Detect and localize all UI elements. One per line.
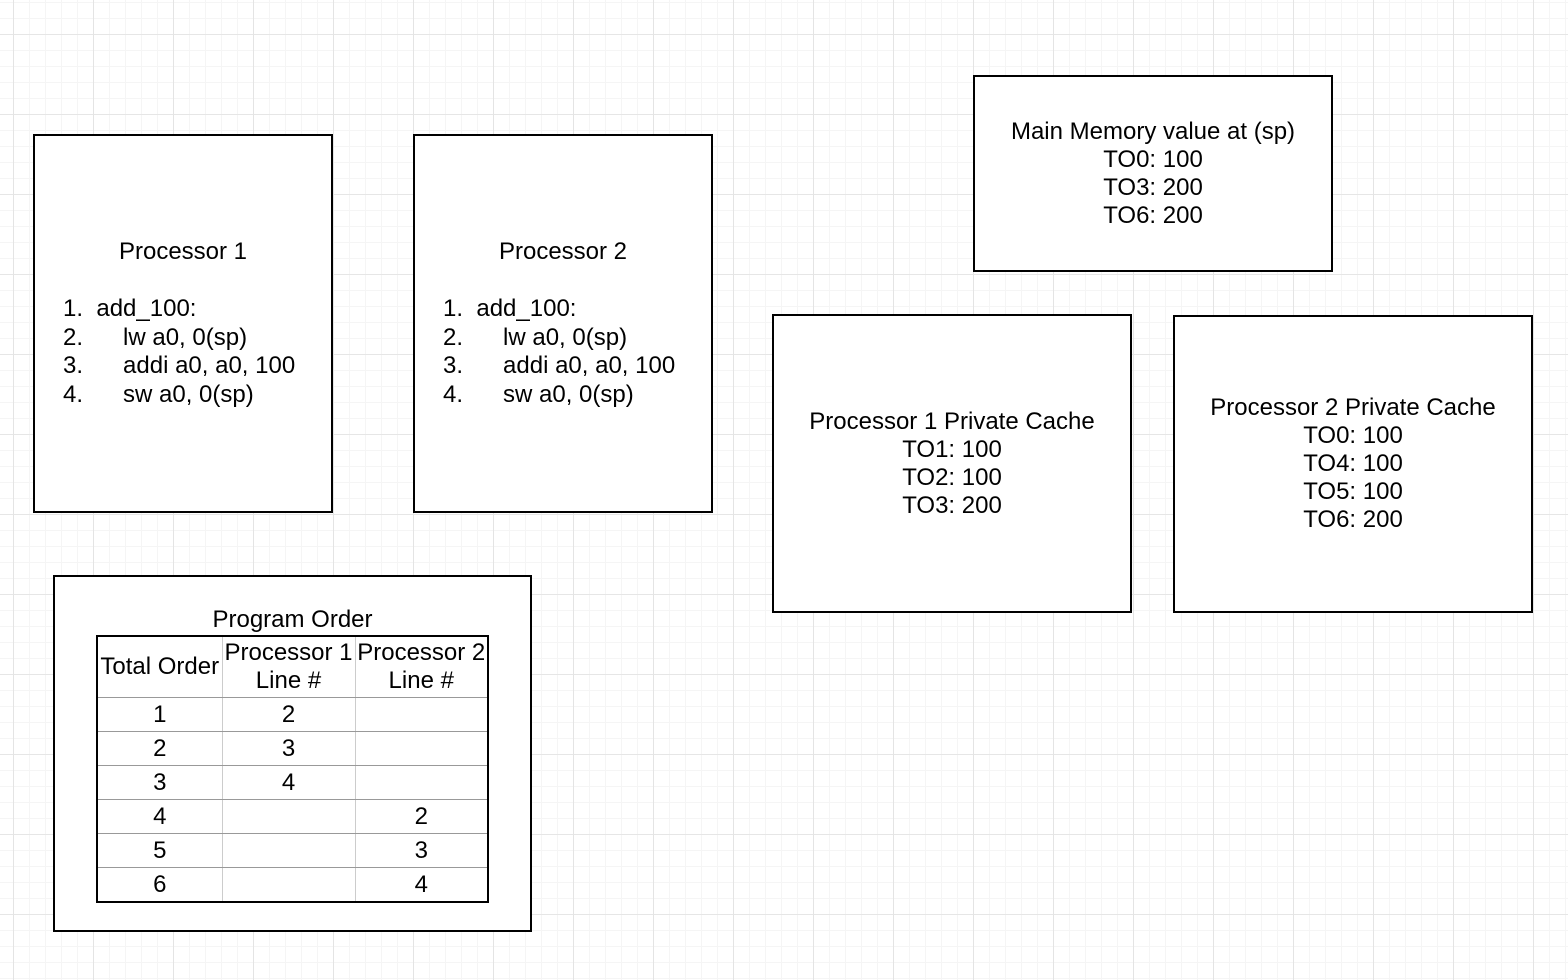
processor1-title: Processor 1	[118, 238, 248, 265]
processor2-title: Processor 2	[498, 238, 628, 265]
processor1-code-line-4: 4. sw a0, 0(sp)	[63, 380, 254, 408]
cell-p2-line-6[interactable]: 4	[355, 867, 489, 903]
table-row: 3 4	[97, 765, 489, 800]
table-row: 2 3	[97, 731, 489, 766]
header-total-order-label: Total Order	[100, 653, 220, 680]
p1-cache-entry-3: TO3: 200	[902, 491, 1002, 519]
cell-p1-line-4[interactable]	[222, 799, 356, 834]
header-processor1-line[interactable]: Processor 1 Line #	[222, 636, 356, 698]
processor1-shape[interactable]: Processor 1 1. add_100: 2. lw a0, 0(sp) …	[33, 134, 333, 513]
p2-cache-entry-4: TO6: 200	[1303, 506, 1403, 533]
program-order-title: Program Order	[212, 606, 373, 633]
cell-p2-line-5[interactable]: 3	[355, 833, 489, 868]
cell-total-order-3[interactable]: 3	[97, 765, 223, 800]
cell-p2-line-2[interactable]	[355, 731, 489, 766]
processor2-cache-title: Processor 2 Private Cache	[1210, 394, 1496, 421]
spacer	[415, 267, 711, 296]
cell-total-order-4[interactable]: 4	[97, 799, 223, 834]
cell-total-order-6[interactable]: 6	[97, 867, 223, 903]
processor1-cache-title: Processor 1 Private Cache	[809, 407, 1095, 435]
header-total-order[interactable]: Total Order	[97, 636, 223, 698]
table-row: 1 2	[97, 697, 489, 732]
p2-cache-entry-3: TO5: 100	[1303, 478, 1403, 505]
p1-cache-entry-2: TO2: 100	[902, 463, 1002, 491]
cell-p1-line-2[interactable]: 3	[222, 731, 356, 766]
processor2-cache-shape[interactable]: Processor 2 Private Cache TO0: 100 TO4: …	[1173, 315, 1533, 613]
cell-total-order-2[interactable]: 2	[97, 731, 223, 766]
p2-cache-entry-2: TO4: 100	[1303, 450, 1403, 477]
header-processor1-line-label: Line #	[255, 667, 322, 694]
processor2-shape[interactable]: Processor 2 1. add_100: 2. lw a0, 0(sp) …	[413, 134, 713, 513]
header-processor2-line[interactable]: Processor 2 Line #	[355, 636, 489, 698]
cell-p2-line-4[interactable]: 2	[355, 799, 489, 834]
cell-total-order-5[interactable]: 5	[97, 833, 223, 868]
table-row: 5 3	[97, 833, 489, 868]
table-header-row: Total Order Processor 1 Line # Processor…	[97, 636, 489, 698]
p1-cache-entry-1: TO1: 100	[902, 435, 1002, 463]
cell-p1-line-6[interactable]	[222, 867, 356, 903]
processor1-code-line-2: 2. lw a0, 0(sp)	[63, 323, 248, 351]
header-processor2-line-label: Line #	[388, 667, 454, 694]
cell-p1-line-5[interactable]	[222, 833, 356, 868]
processor2-code-line-2: 2. lw a0, 0(sp)	[443, 323, 628, 351]
cell-p2-line-3[interactable]	[355, 765, 489, 800]
header-processor2-label: Processor 2	[357, 639, 486, 666]
processor2-code-line-4: 4. sw a0, 0(sp)	[443, 380, 634, 408]
header-processor1-label: Processor 1	[224, 639, 353, 666]
program-order-shape[interactable]: Program Order Total Order Processor 1 Li…	[53, 575, 532, 932]
main-memory-entry-2: TO3: 200	[1103, 173, 1203, 201]
cell-p2-line-1[interactable]	[355, 697, 489, 732]
table-row: 6 4	[97, 867, 489, 903]
processor1-code-line-3: 3. addi a0, a0, 100	[63, 352, 296, 379]
processor1-code-line-1: 1. add_100:	[63, 295, 197, 322]
main-memory-entry-1: TO0: 100	[1103, 145, 1203, 173]
main-memory-title: Main Memory value at (sp)	[1010, 117, 1296, 145]
cell-total-order-1[interactable]: 1	[97, 697, 223, 732]
cell-p1-line-1[interactable]: 2	[222, 697, 356, 732]
program-order-table[interactable]: Total Order Processor 1 Line # Processor…	[96, 635, 489, 903]
main-memory-entry-3: TO6: 200	[1103, 201, 1203, 229]
p2-cache-entry-1: TO0: 100	[1303, 422, 1403, 449]
processor2-code-line-1: 1. add_100:	[443, 295, 577, 322]
cell-p1-line-3[interactable]: 4	[222, 765, 356, 800]
main-memory-shape[interactable]: Main Memory value at (sp) TO0: 100 TO3: …	[973, 75, 1333, 272]
table-row: 4 2	[97, 799, 489, 834]
processor1-cache-shape[interactable]: Processor 1 Private Cache TO1: 100 TO2: …	[772, 314, 1132, 613]
processor2-code-line-3: 3. addi a0, a0, 100	[443, 352, 676, 379]
spacer	[35, 267, 331, 296]
